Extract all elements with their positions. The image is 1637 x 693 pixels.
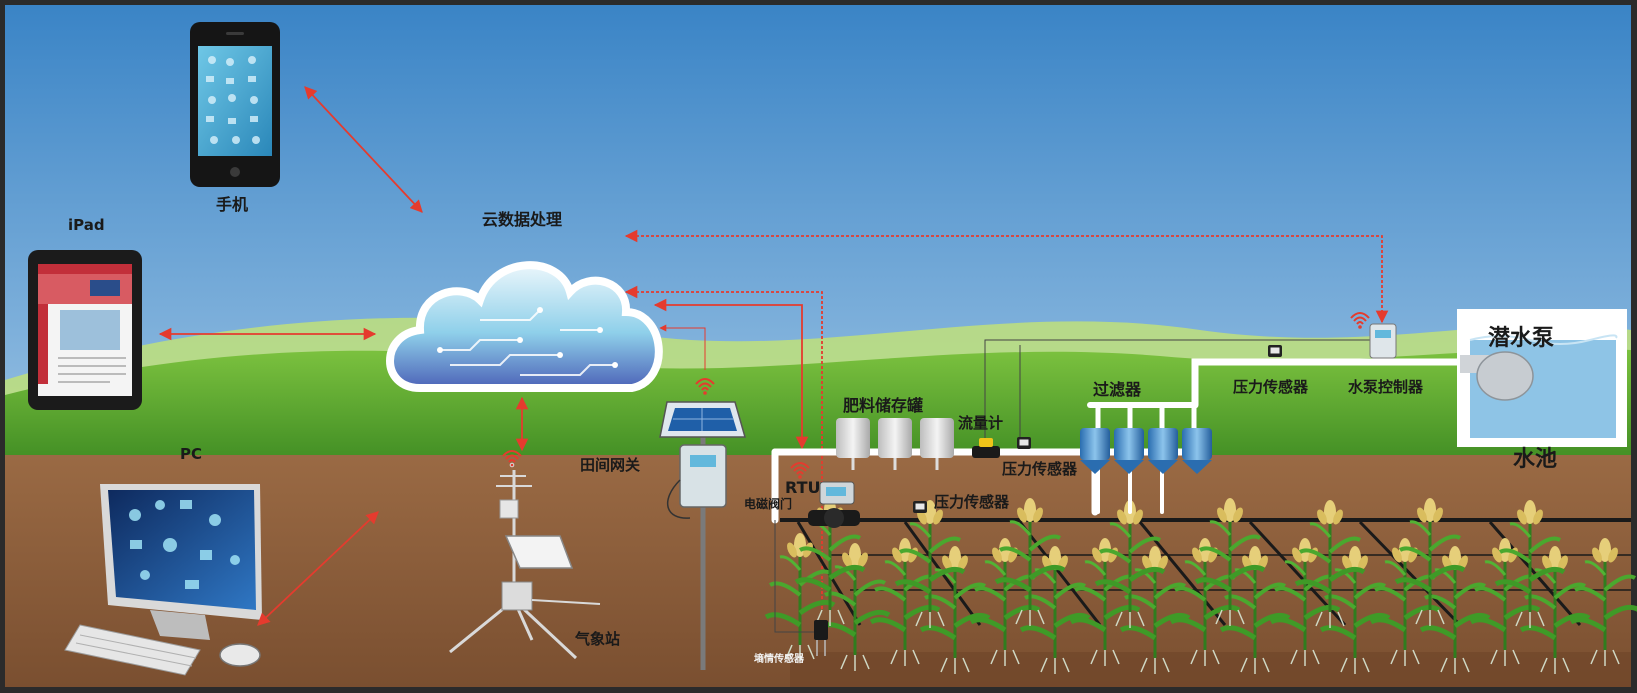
pressure-gauge-mid [1017, 437, 1031, 449]
field-gateway [659, 378, 746, 670]
smartphone-icon [190, 22, 280, 187]
rtu-label: RTU [785, 478, 821, 497]
pressure-sensor-top-label: 压力传感器 [1233, 378, 1309, 396]
weather-station [449, 450, 601, 660]
weather-station-label: 气象站 [575, 630, 621, 648]
ipad-label: iPad [68, 216, 105, 234]
soil-sensor-label: 墒情传感器 [754, 654, 804, 665]
phone-label: 手机 [216, 195, 249, 214]
solenoid-valve [808, 508, 860, 528]
cloud-gateway-link [659, 324, 706, 370]
pressure-gauge-low [913, 501, 927, 513]
soil-moisture-sensor [814, 620, 828, 656]
filter-units [1080, 428, 1212, 474]
cloud-label: 云数据处理 [482, 210, 563, 229]
rtu-unit [790, 462, 855, 505]
cloud-pump-link [624, 229, 1389, 324]
pool-label: 水池 [1513, 447, 1558, 472]
phone-cloud-link [304, 86, 423, 213]
pressure-sensor-low-label: 压力传感器 [934, 493, 1010, 511]
pressure-sensor-mid-label: 压力传感器 [1002, 460, 1078, 478]
filter-label: 过滤器 [1093, 380, 1142, 399]
submersible-pump-label: 潜水泵 [1488, 326, 1555, 351]
pump-controller-label: 水泵控制器 [1348, 378, 1424, 396]
cloud-icon [386, 261, 663, 392]
pump-controller [1350, 312, 1397, 359]
sensor-wires [774, 339, 1382, 633]
cloud-rtu-link [653, 298, 809, 450]
soil-strip [790, 652, 1631, 687]
pc-cloud-link [257, 511, 379, 626]
pc-label: PC [180, 445, 203, 463]
fertilizer-tanks-label: 肥料储存罐 [843, 396, 924, 415]
fertilizer-tanks [836, 418, 954, 470]
submersible-pump [1460, 351, 1534, 401]
flow-meter-label: 流量计 [958, 414, 1004, 432]
pressure-gauge-top [1268, 345, 1282, 357]
solenoid-valve-label: 电磁阀门 [744, 497, 793, 511]
gateway-label: 田间网关 [580, 456, 641, 474]
desktop-computer-icon [64, 484, 262, 676]
flow-meter [972, 438, 1000, 458]
tablet-icon [28, 250, 142, 410]
